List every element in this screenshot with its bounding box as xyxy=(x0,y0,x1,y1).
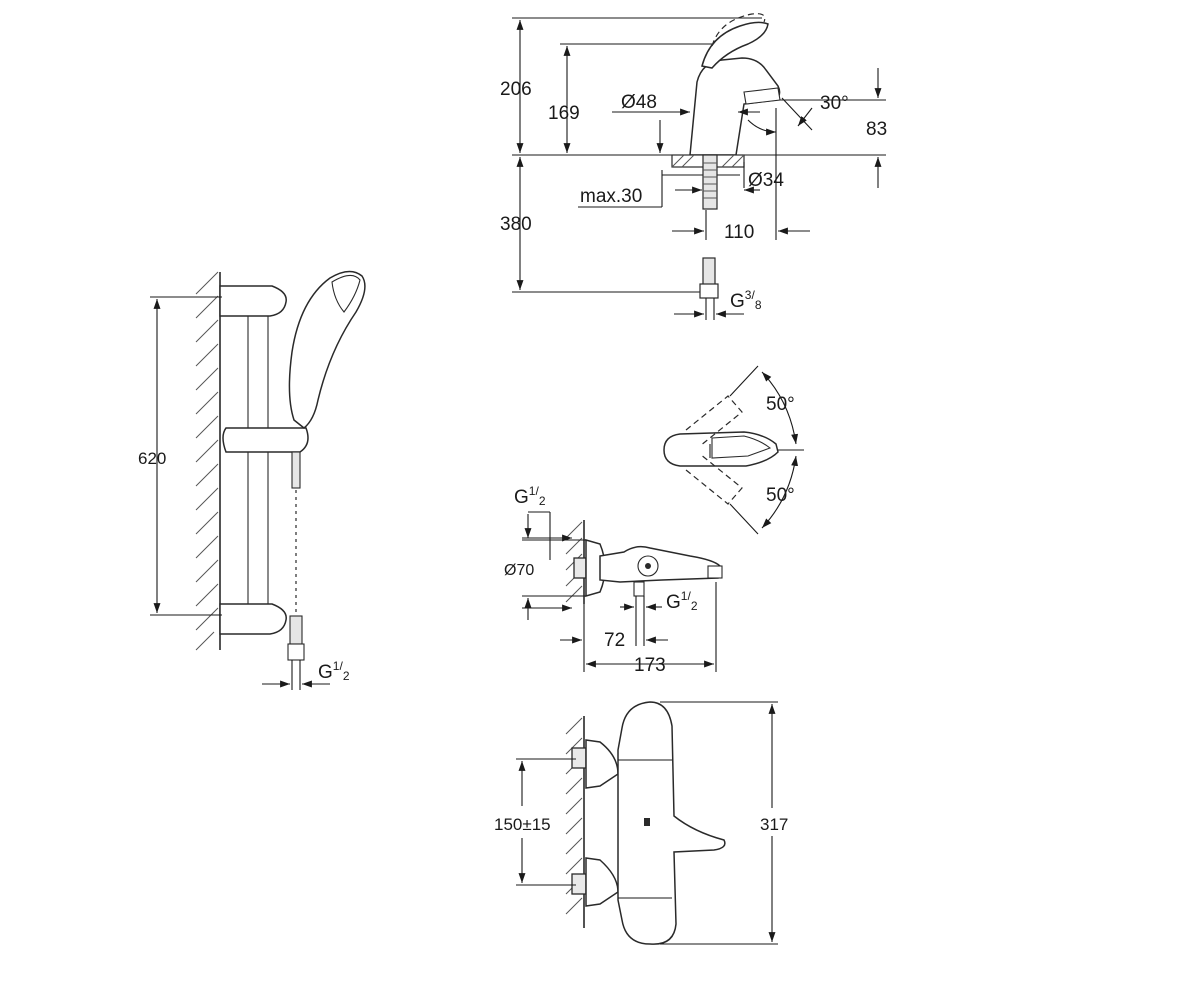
basin-body-diameter-label: Ø48 xyxy=(621,92,657,113)
basin-max-deck-label: max.30 xyxy=(580,186,642,207)
basin-hole-diameter-label: Ø34 xyxy=(748,170,784,191)
basin-reach-label: 110 xyxy=(724,222,754,243)
thermostat-centres-label: 150±15 xyxy=(494,815,551,834)
shower-rail-drawing: 620 G1/2 xyxy=(138,270,366,690)
rail-connection-label: G1/2 xyxy=(318,659,350,683)
bath-rosette-diameter-label: Ø70 xyxy=(504,562,534,579)
basin-outlet-angle-label: 30° xyxy=(820,93,849,114)
basin-spout-height-label: 169 xyxy=(548,103,580,124)
basin-mixer-drawing: 206 169 Ø48 30° 83 Ø34 max.30 380 110 G3… xyxy=(500,13,887,320)
basin-height-total-label: 206 xyxy=(500,79,532,100)
bath-outlet-label: G1/2 xyxy=(666,589,698,613)
basin-connection-label: G3/8 xyxy=(730,288,762,312)
rotation-angle-down-label: 50° xyxy=(766,485,795,506)
bath-outlet-offset-label: 72 xyxy=(604,630,625,651)
rail-height-label: 620 xyxy=(138,449,166,468)
bath-projection-label: 173 xyxy=(634,655,666,676)
rotation-angle-up-label: 50° xyxy=(766,394,795,415)
thermostat-height-label: 317 xyxy=(760,815,788,834)
bath-inlet-label: G1/2 xyxy=(514,484,546,508)
handle-rotation-drawing: 50° 50° xyxy=(663,365,804,535)
basin-outlet-height-label: 83 xyxy=(866,119,887,140)
thermostat-drawing: 150±15 317 xyxy=(494,701,788,945)
bath-mixer-drawing: G1/2 Ø70 G1/2 72 173 xyxy=(504,484,723,676)
basin-depth-below-label: 380 xyxy=(500,214,532,235)
